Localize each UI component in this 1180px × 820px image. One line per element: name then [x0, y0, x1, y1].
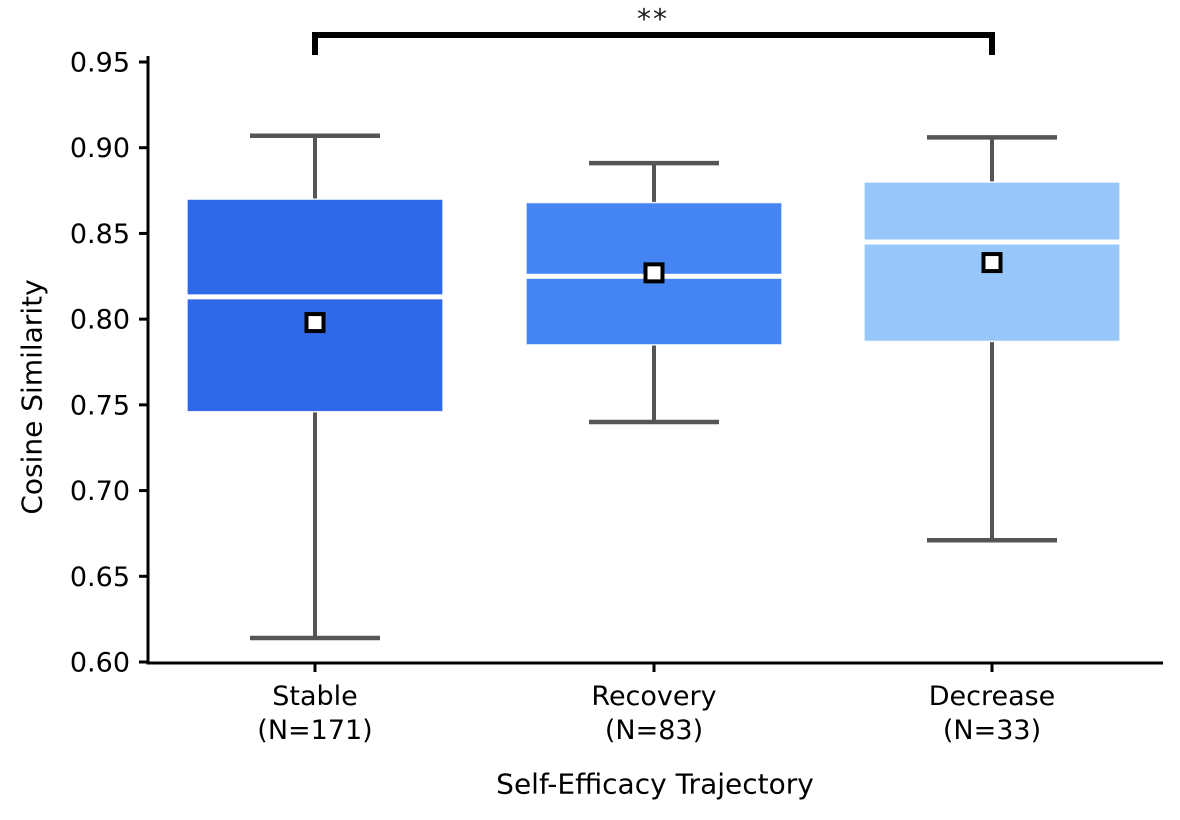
x-tick-sublabel-stable: (N=171) — [257, 715, 372, 746]
y-tick-label: 0.65 — [70, 562, 130, 593]
y-tick-label: 0.75 — [70, 390, 130, 421]
x-axis-title: Self-Efficacy Trajectory — [496, 767, 814, 801]
y-tick-label: 0.70 — [70, 476, 130, 507]
mean-marker-recovery — [643, 262, 665, 284]
x-tick-label-recovery: Recovery — [591, 681, 716, 712]
median-line-stable — [187, 294, 443, 300]
median-line-decrease — [864, 239, 1120, 245]
x-tick-label-stable: Stable — [272, 681, 358, 712]
x-tick-sublabel-recovery: (N=83) — [605, 715, 703, 746]
y-tick-label: 0.60 — [70, 648, 130, 679]
y-axis-title: Cosine Similarity — [15, 279, 49, 515]
y-tick-label: 0.80 — [70, 305, 130, 336]
y-tick-label: 0.90 — [70, 133, 130, 164]
box-stable — [186, 198, 444, 413]
significance-bracket — [312, 32, 995, 55]
mean-marker-decrease — [981, 252, 1003, 274]
mean-marker-stable — [304, 312, 326, 334]
y-tick-label: 0.85 — [70, 219, 130, 250]
x-tick-sublabel-decrease: (N=33) — [943, 715, 1041, 746]
significance-stars: ** — [637, 2, 669, 36]
x-tick-label-decrease: Decrease — [929, 681, 1056, 712]
y-tick-label: 0.95 — [70, 48, 130, 79]
